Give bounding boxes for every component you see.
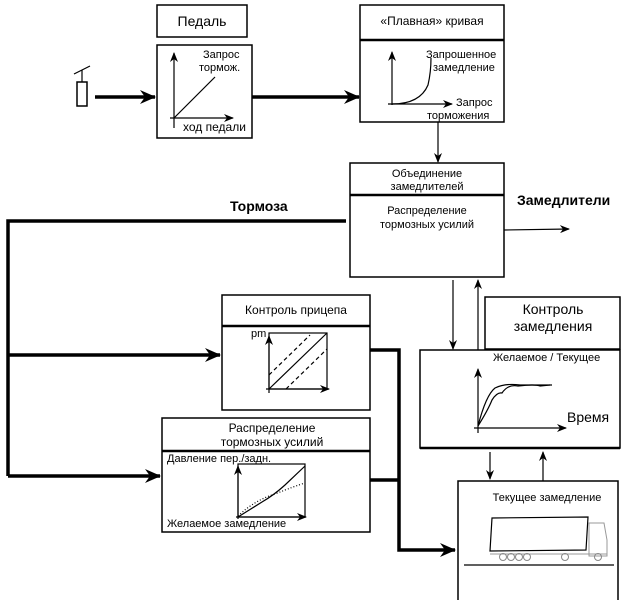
smooth-curve [391,57,432,105]
distribution-title-1: Распределение [229,421,316,435]
brakes-label: Тормоза [230,198,288,214]
decel-x-label: Время [567,409,609,425]
pedal-block: Педаль Запрос тормож. ход педали [156,4,253,139]
smooth-y-label-2: замедление [433,62,495,74]
trailer-control-block: Контроль прицепа pm [221,294,371,411]
decel-control-title-2: замедления [514,318,593,334]
pedal-curve [173,76,216,119]
retarders-label: Замедлители [517,192,610,208]
current-deceleration-block: Текущее замедление [457,480,619,600]
decel-curve-label: Желаемое / Текущее [493,352,600,364]
deceleration-control-block: Контроль замедления Желаемое / Текущее В… [419,296,621,450]
retarder-combiner-block: Объединение замедлителей Распределение т… [349,162,505,278]
pedal-graph-box [156,44,253,139]
desired-curve [477,383,552,427]
smooth-x-label-2: торможения [427,110,489,122]
pedal-title-box [156,4,248,38]
smooth-curve-block: «Плавная» кривая Запрошенное замедление … [359,4,505,123]
trailer-y-label: pm [251,328,266,340]
truck-icon [489,516,608,561]
trailer-control-title: Контроль прицепа [245,303,347,317]
distribution-title-2: тормозных усилий [221,435,324,449]
smooth-curve-title: «Плавная» кривая [380,14,483,28]
pedal-x-label: ход педали [183,120,246,134]
pedal-icon [73,65,91,107]
distribution-x-label: Желаемое замедление [167,518,286,530]
smooth-x-label-1: Запрос [456,97,493,109]
combiner-body-2: тормозных усилий [380,219,474,231]
combiner-body-1: Распределение [387,205,467,217]
pedal-y-label-1: Запрос [203,49,240,61]
current-decel-title: Текущее замедление [493,492,602,504]
distribution-y-label: Давление пер./задн. [167,453,271,465]
decel-control-title-1: Контроль [523,301,584,317]
pedal-title: Педаль [178,13,227,29]
retarders-arrow [503,225,570,234]
smooth-y-label-1: Запрошенное [426,49,496,61]
pedal-y-label-2: тормож. [199,62,240,74]
trailer-to-vehicle-arrow [370,348,456,557]
brake-distribution-block: Распределение тормозных усилий Давление … [161,417,371,533]
actual-curve [477,384,551,427]
combiner-title-1: Объединение [392,168,462,180]
brake-bus-line [6,219,346,476]
combiner-title-2: замедлителей [391,181,464,193]
